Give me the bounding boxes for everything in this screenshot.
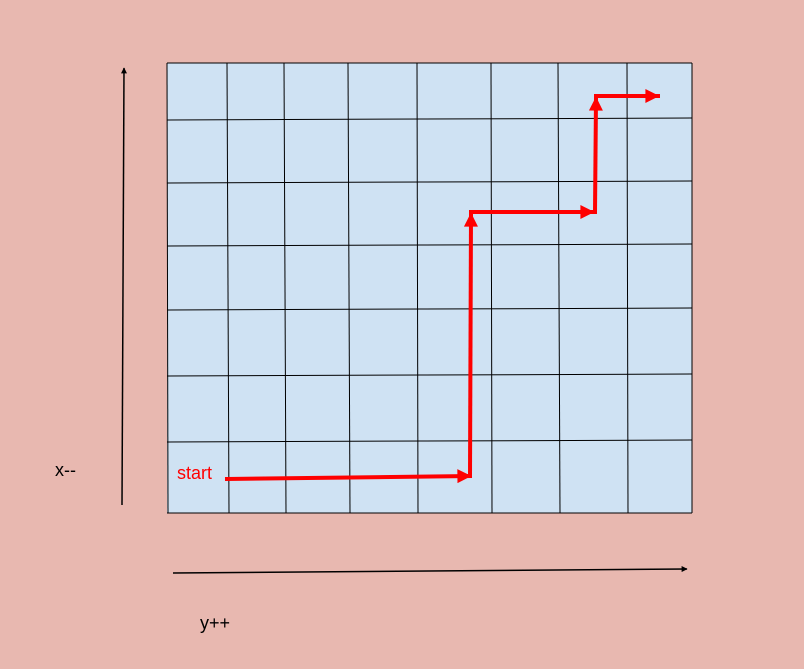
red-path — [224, 89, 660, 484]
grid-horizontal-lines — [166, 62, 693, 514]
grid-line-h — [166, 307, 693, 311]
grid-line-v — [166, 62, 169, 514]
path-segment-1 — [224, 469, 473, 484]
grid-line-v — [416, 62, 419, 514]
grid-line-h — [166, 373, 693, 377]
grid-line-h — [166, 117, 693, 121]
vertical-axis-label: x-- — [55, 460, 76, 480]
path-segment-4 — [588, 95, 603, 215]
grid-line-v — [557, 62, 561, 514]
vertical-axis-arrow — [120, 67, 127, 506]
grid-line-h — [166, 439, 693, 443]
horizontal-axis-arrow — [172, 566, 688, 574]
grid-line-v — [226, 62, 230, 514]
grid-vertical-lines — [166, 62, 693, 514]
grid-background — [167, 63, 692, 513]
grid-line-h — [166, 180, 693, 184]
grid-line-h — [166, 243, 693, 247]
start-label: start — [177, 463, 212, 483]
grid-line-v — [283, 62, 287, 514]
grid-line-v — [347, 62, 351, 514]
horizontal-axis-label: y++ — [200, 613, 230, 633]
grid-line-v — [490, 62, 493, 514]
path-segment-2 — [463, 211, 478, 479]
grid-line-v — [626, 62, 629, 514]
